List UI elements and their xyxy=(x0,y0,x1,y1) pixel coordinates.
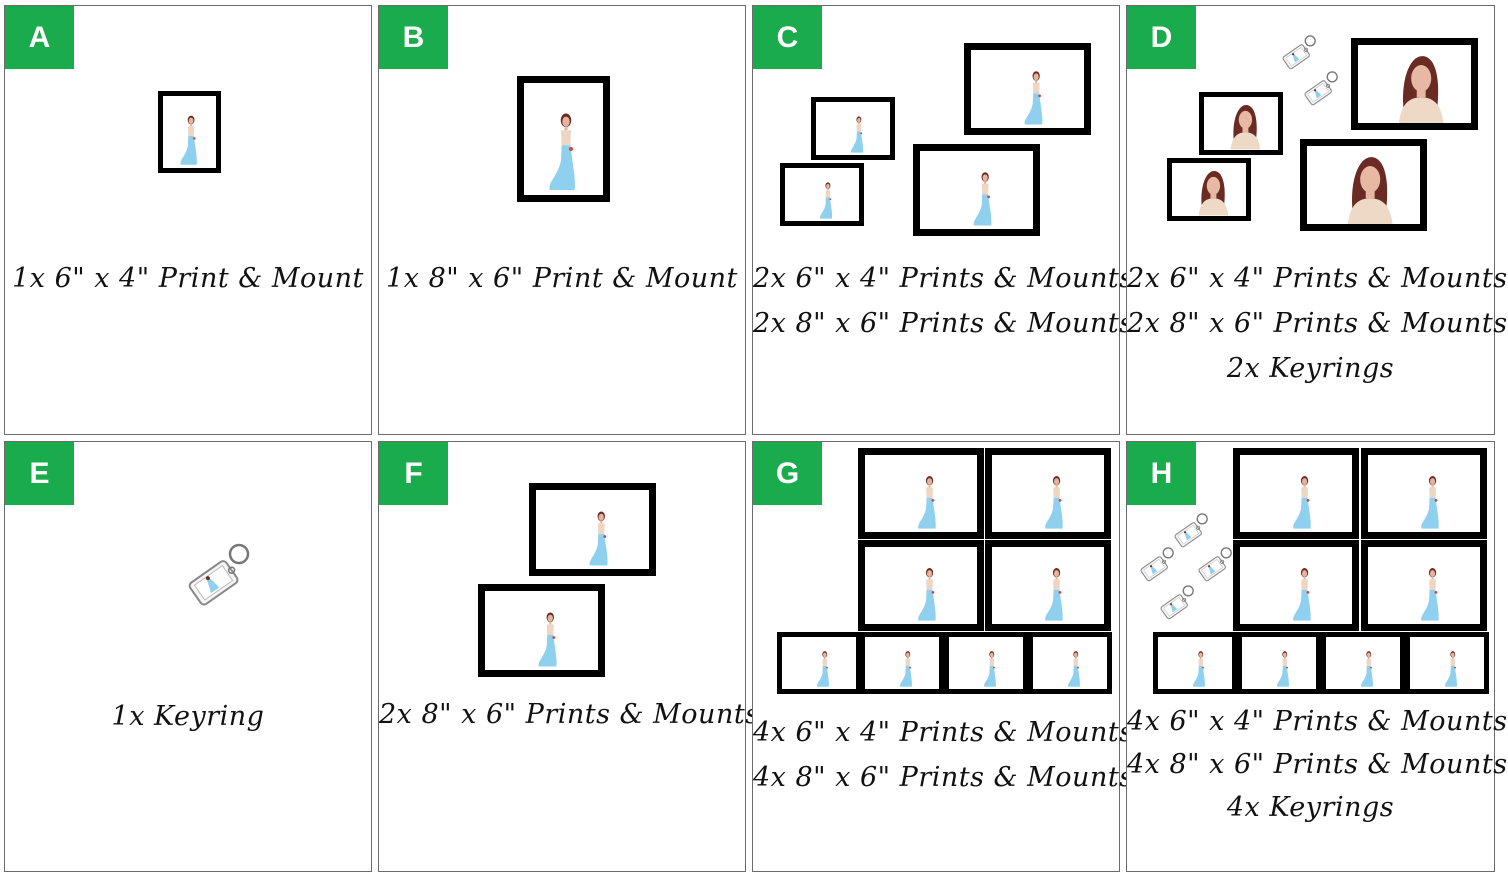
caption-line: 2x 6" x 4" Prints & Mounts xyxy=(1127,263,1508,294)
package-letter-badge: A xyxy=(5,6,74,69)
package-letter-badge: B xyxy=(379,6,448,69)
caption-line: 4x 6" x 4" Prints & Mounts xyxy=(753,717,1134,748)
caption-line: 4x 6" x 4" Prints & Mounts xyxy=(1127,706,1508,737)
package-panel-c[interactable]: C 2x 6" x 4" Prints & Mounts 2x 8" x 6" … xyxy=(752,5,1134,435)
package-caption: 2x 6" x 4" Prints & Mounts 2x 8" x 6" Pr… xyxy=(753,256,1134,346)
framed-print-headshot xyxy=(1167,158,1251,221)
package-caption: 2x 8" x 6" Prints & Mounts xyxy=(379,692,760,737)
framed-print-landscape xyxy=(1233,540,1359,631)
package-letter-badge: G xyxy=(753,442,822,505)
framed-print-landscape xyxy=(913,144,1040,236)
framed-print-landscape xyxy=(478,584,605,677)
package-panel-e[interactable]: E 1x Keyring xyxy=(4,441,372,872)
package-panel-b[interactable]: B 1x 8" x 6" Print & Mount xyxy=(378,5,746,435)
caption-line: 4x Keyrings xyxy=(1226,792,1395,823)
framed-print-landscape xyxy=(1028,632,1112,694)
caption-line: 2x 8" x 6" Prints & Mounts xyxy=(379,699,760,730)
framed-print-landscape xyxy=(1361,448,1487,539)
package-caption: 1x 6" x 4" Print & Mount xyxy=(5,256,371,301)
package-letter-badge: F xyxy=(379,442,448,505)
framed-print-portrait xyxy=(158,91,221,173)
framed-print-landscape xyxy=(985,540,1111,631)
caption-line: 2x 8" x 6" Prints & Mounts xyxy=(1127,308,1508,339)
keyring-icon xyxy=(1153,584,1197,622)
framed-print-landscape xyxy=(1237,632,1321,694)
framed-print-headshot xyxy=(1351,38,1478,130)
framed-print-headshot xyxy=(1300,139,1427,231)
caption-line: 1x 6" x 4" Print & Mount xyxy=(12,263,364,294)
framed-print-headshot xyxy=(1199,92,1283,155)
framed-print-landscape xyxy=(964,43,1091,135)
package-letter-badge: C xyxy=(753,6,822,69)
framed-print-portrait xyxy=(517,76,610,202)
framed-print-landscape xyxy=(811,97,895,160)
framed-print-landscape xyxy=(985,448,1111,539)
framed-print-landscape xyxy=(1233,448,1359,539)
framed-print-landscape xyxy=(1361,540,1487,631)
keyring-icon xyxy=(1167,512,1211,550)
caption-line: 4x 8" x 6" Prints & Mounts xyxy=(1127,749,1508,780)
keyring-icon xyxy=(1133,546,1177,584)
framed-print-landscape xyxy=(858,448,984,539)
keyring-icon xyxy=(1275,34,1319,72)
caption-line: 4x 8" x 6" Prints & Mounts xyxy=(753,762,1134,793)
framed-print-landscape xyxy=(1153,632,1237,694)
package-panel-f[interactable]: F 2x 8" x 6" Prints & Mounts xyxy=(378,441,760,872)
package-panel-a[interactable]: A 1x 6" x 4" Print & Mount xyxy=(4,5,372,435)
package-caption: 1x Keyring xyxy=(5,694,371,739)
framed-print-landscape xyxy=(1405,632,1489,694)
caption-line: 2x 6" x 4" Prints & Mounts xyxy=(753,263,1134,294)
keyring-icon xyxy=(1191,546,1235,584)
package-panel-g[interactable]: G 4x 6" x 4" Prints & Mou xyxy=(752,441,1134,872)
caption-line: 1x Keyring xyxy=(111,701,265,732)
package-panel-h[interactable]: H xyxy=(1126,441,1508,872)
framed-print-landscape xyxy=(858,540,984,631)
keyring-icon xyxy=(1297,70,1341,108)
framed-print-landscape xyxy=(777,632,861,694)
framed-print-landscape xyxy=(860,632,944,694)
caption-line: 2x 8" x 6" Prints & Mounts xyxy=(753,308,1134,339)
package-caption: 1x 8" x 6" Print & Mount xyxy=(379,256,745,301)
package-letter-badge: D xyxy=(1127,6,1196,69)
caption-line: 1x 8" x 6" Print & Mount xyxy=(386,263,738,294)
package-caption: 4x 6" x 4" Prints & Mounts 4x 8" x 6" Pr… xyxy=(753,710,1134,800)
framed-print-landscape xyxy=(529,483,656,576)
package-letter-badge: E xyxy=(5,442,74,505)
package-panel-d[interactable]: D 2x 6" x 4" Prints & Mounts 2x 8" x 6" … xyxy=(1126,5,1508,435)
caption-line: 2x Keyrings xyxy=(1226,353,1395,384)
keyring-icon xyxy=(175,542,255,610)
framed-print-landscape xyxy=(1321,632,1405,694)
framed-print-landscape xyxy=(944,632,1028,694)
package-letter-badge: H xyxy=(1127,442,1196,505)
package-caption: 2x 6" x 4" Prints & Mounts 2x 8" x 6" Pr… xyxy=(1127,256,1508,391)
package-caption: 4x 6" x 4" Prints & Mounts 4x 8" x 6" Pr… xyxy=(1127,700,1508,829)
framed-print-landscape xyxy=(780,163,864,226)
